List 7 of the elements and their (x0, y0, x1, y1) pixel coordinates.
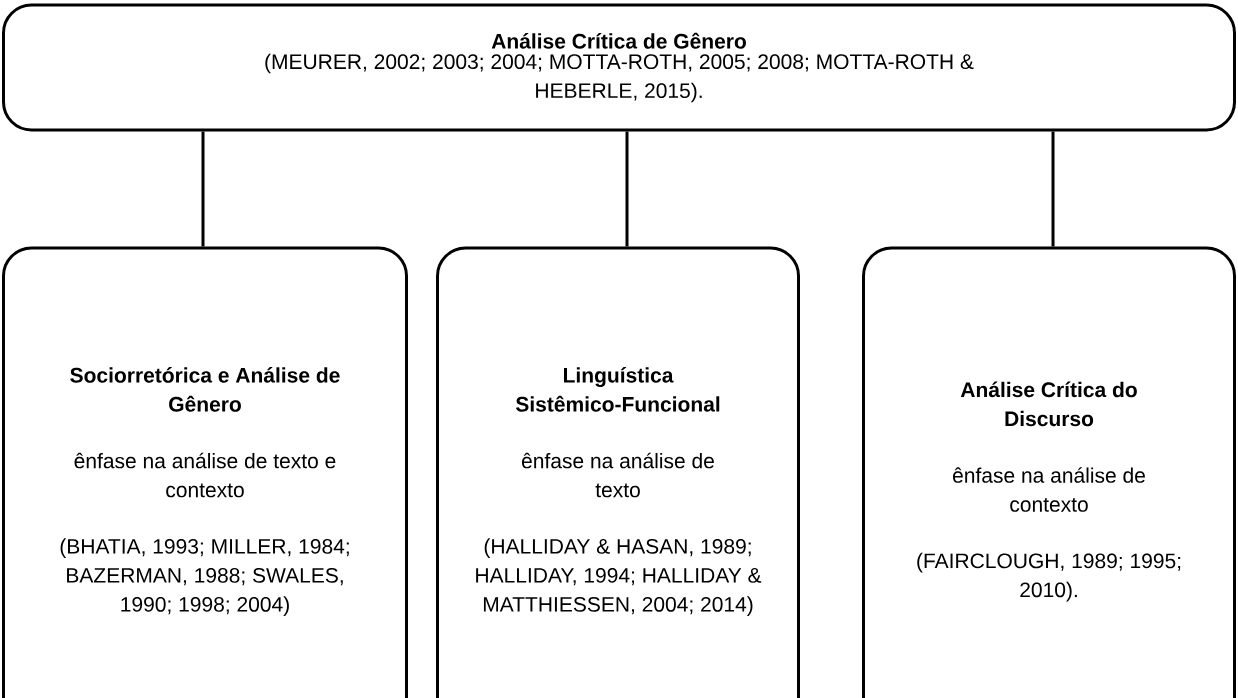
connector-line (625, 131, 629, 247)
connector-line (1051, 131, 1055, 247)
heading-box: Análise Crítica de Gênero (MEURER, 2002; 2003; 2004; MOTTA-ROTH, 2005; 2008; MOTTA-ROTH & HEBERLE, 2015). (2, 3, 1236, 132)
category-box: Linguística Sistêmico-Funcional ênfase na análise de texto (HALLIDAY & HASAN, 1989; HALLIDAY, 1994; HALLIDAY & MATTHIESSEN, 2004; 2014) (436, 246, 800, 698)
connector-line (201, 131, 205, 247)
category-box: Análise Crítica do Discurso ênfase na análise de contexto (FAIRCLOUGH, 1989; 1995; 2010). (862, 246, 1236, 698)
category-box: Sociorretórica e Análise de Gênero ênfase na análise de texto e contexto (BHATIA, 1993; MILLER, 1984; BAZERMAN, 1988; SWALES, 1990; 1998; 2004) (2, 246, 408, 698)
